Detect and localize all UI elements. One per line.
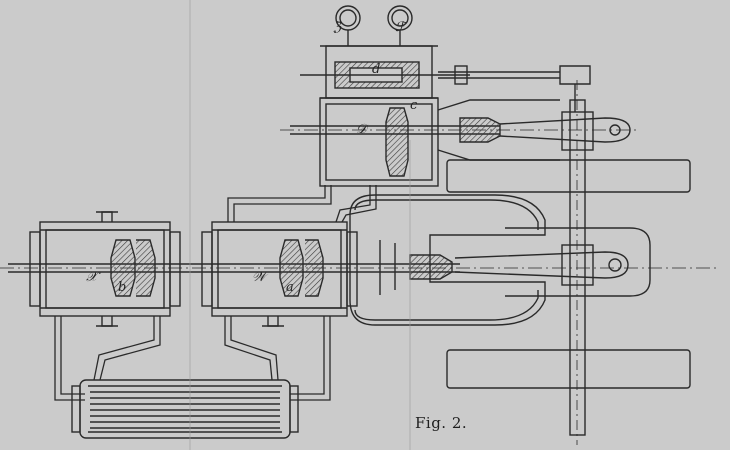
engine-frame bbox=[349, 80, 691, 445]
piston-label-a: a bbox=[286, 280, 294, 295]
cylinder-upper bbox=[280, 45, 640, 187]
cylinder-label-w: 𝒲 bbox=[252, 270, 266, 285]
gauge-label-right: ℱ bbox=[395, 20, 406, 35]
valve-label-d: d bbox=[372, 62, 381, 77]
crank-hub bbox=[561, 244, 594, 286]
rod-label-d: 𝒟 bbox=[356, 122, 367, 137]
piston-label-b: b bbox=[118, 280, 127, 295]
upper-rail bbox=[446, 159, 691, 193]
valve-label-c: c bbox=[410, 98, 418, 113]
cylinder-w bbox=[201, 221, 358, 327]
lower-rail bbox=[446, 349, 691, 389]
figure-caption: Fig. 2. bbox=[415, 414, 468, 432]
cylinder-x bbox=[29, 211, 181, 327]
upper-crank-hub bbox=[561, 111, 594, 151]
cylinder-label-x: 𝒳 bbox=[86, 270, 98, 285]
gauge-label-left: ℨ bbox=[333, 20, 342, 35]
crankshaft bbox=[569, 99, 586, 436]
condenser bbox=[71, 379, 299, 439]
pressure-gauges bbox=[335, 5, 413, 46]
steam-pipes bbox=[54, 185, 377, 401]
